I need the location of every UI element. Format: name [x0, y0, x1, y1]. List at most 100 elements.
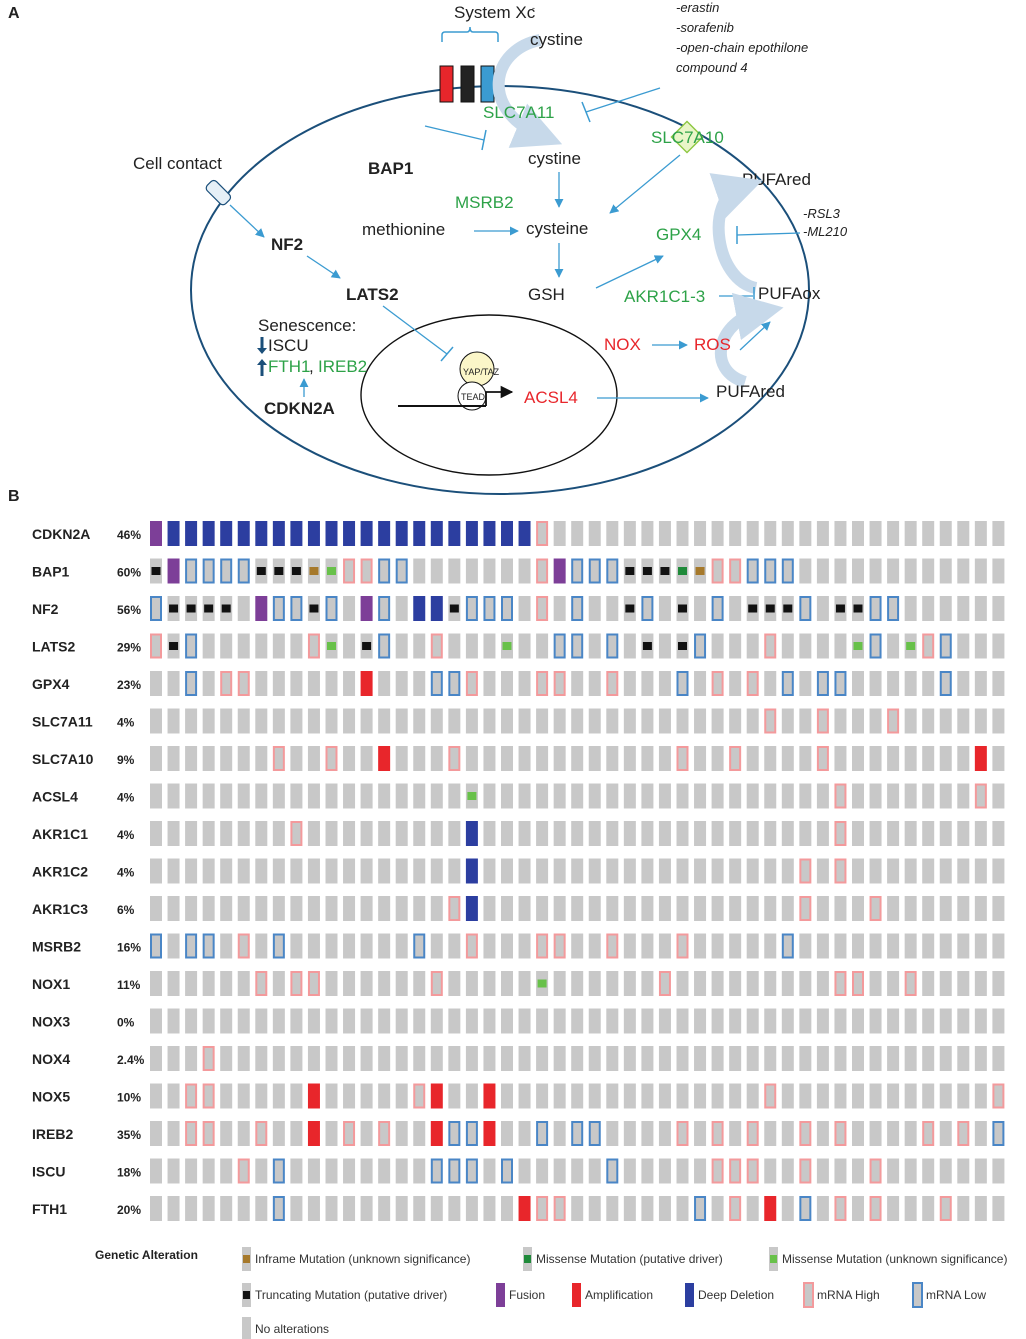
- cell-slc7a11-16: [430, 708, 443, 734]
- cell-iscu-46: [957, 1158, 970, 1184]
- cell-akr1c3-34: [746, 896, 759, 921]
- cell-nf2-29: [658, 596, 671, 621]
- cell-acsl4-17: [448, 783, 461, 809]
- cell-fth1-43: [904, 1196, 917, 1221]
- cell-acsl4-44: [922, 783, 935, 809]
- cell-nox1-20: [501, 971, 513, 996]
- cell-slc7a10-0: [150, 746, 162, 771]
- cell-gpx4-14: [395, 671, 408, 696]
- cell-nox3-16: [430, 1008, 443, 1034]
- cell-nox1-27: [623, 971, 636, 996]
- cell-nox1-9: [307, 971, 320, 996]
- cell-akr1c3-6: [255, 896, 268, 921]
- cell-nox1-23: [553, 971, 566, 996]
- cell-bap1-20: [501, 558, 513, 584]
- cell-nf2-7: [272, 596, 285, 621]
- cell-acsl4-26: [606, 783, 619, 809]
- gene-label-nf2: NF2: [32, 601, 59, 617]
- cell-nf2-31: [694, 596, 707, 621]
- cell-msrb2-11: [343, 933, 356, 959]
- cell-msrb2-25: [588, 933, 601, 959]
- cell-nox1-11: [343, 971, 356, 996]
- cell-membrane: [190, 85, 810, 495]
- cell-slc7a10-14: [395, 746, 408, 771]
- gene-pct-acsl4: 4%: [117, 791, 135, 805]
- cell-slc7a10-29: [658, 746, 671, 771]
- cell-msrb2-24: [571, 933, 584, 959]
- cell-slc7a11-24: [571, 708, 584, 734]
- cell-lats2-26: [606, 633, 619, 659]
- cell-iscu-33: [729, 1158, 742, 1184]
- cell-ireb2-28: [641, 1121, 654, 1146]
- cell-iscu-42: [887, 1158, 900, 1184]
- cell-akr1c1-0: [150, 821, 162, 846]
- cell-iscu-15: [413, 1158, 426, 1184]
- cell-nox4-48: [992, 1046, 1005, 1071]
- cell-akr1c3-2: [185, 896, 198, 921]
- cell-slc7a11-17: [448, 708, 461, 734]
- cell-ireb2-24: [571, 1121, 584, 1146]
- cell-lats2-2: [185, 633, 198, 659]
- cell-nox4-38: [816, 1046, 829, 1071]
- mut-lats2-20: [502, 642, 512, 650]
- mut-lats2-12: [362, 642, 372, 650]
- cell-akr1c1-35: [764, 821, 777, 846]
- cell-gpx4-47: [974, 671, 987, 696]
- cell-nox4-20: [501, 1046, 513, 1071]
- gene-label-nox4: NOX4: [32, 1051, 70, 1067]
- gene-pct-slc7a11: 4%: [117, 716, 135, 730]
- gene-label-akr1c3: AKR1C3: [32, 901, 88, 917]
- cell-slc7a11-32: [711, 708, 724, 734]
- gene-label-lats2: LATS2: [32, 639, 76, 655]
- cell-slc7a11-45: [939, 708, 952, 734]
- cell-nox1-3: [202, 971, 215, 996]
- cell-gpx4-30: [676, 671, 689, 696]
- cell-msrb2-31: [694, 933, 707, 959]
- cell-nox3-45: [939, 1008, 952, 1034]
- cell-lats2-23: [553, 633, 566, 659]
- cell-nox3-18: [465, 1008, 478, 1034]
- legend-label-n: No alterations: [255, 1322, 329, 1336]
- cell-cdkn2a-27: [623, 521, 636, 546]
- ros-to-pufared-arrow: [739, 321, 771, 351]
- cell-bap1-11: [343, 558, 356, 584]
- cell-bap1-26: [606, 558, 619, 584]
- cell-ireb2-5: [237, 1121, 250, 1146]
- cell-cdkn2a-24: [571, 521, 584, 546]
- cell-gpx4-13: [378, 671, 391, 696]
- cell-nox3-25: [588, 1008, 601, 1034]
- cell-akr1c3-39: [834, 896, 847, 921]
- cell-nox4-28: [641, 1046, 654, 1071]
- cell-akr1c1-25: [588, 821, 601, 846]
- cell-nox1-48: [992, 971, 1005, 996]
- cell-nox1-45: [939, 971, 952, 996]
- cell-akr1c3-4: [220, 896, 233, 921]
- cell-akr1c2-37: [799, 858, 812, 884]
- cell-bap1-5: [237, 558, 250, 584]
- cell-nf2-28: [641, 596, 654, 621]
- cell-lats2-32: [711, 633, 724, 659]
- cell-nox3-15: [413, 1008, 426, 1034]
- cell-iscu-24: [571, 1158, 584, 1184]
- cell-slc7a10-30: [676, 746, 689, 771]
- cell-akr1c2-8: [290, 858, 303, 884]
- legend-mut-p: [524, 1255, 531, 1263]
- cell-nox3-47: [974, 1008, 987, 1034]
- cell-slc7a11-41: [869, 708, 882, 734]
- cell-akr1c1-47: [974, 821, 987, 846]
- cell-akr1c3-20: [501, 896, 513, 921]
- cell-nox1-34: [746, 971, 759, 996]
- cell-nox1-6: [255, 971, 268, 996]
- gpx4-inhibitor-rsl3: -RSL3: [803, 206, 841, 221]
- cell-fth1-44: [922, 1196, 935, 1221]
- cell-gpx4-25: [588, 671, 601, 696]
- cell-slc7a11-21: [518, 708, 531, 734]
- cell-nox3-42: [887, 1008, 900, 1034]
- cell-nox4-27: [623, 1046, 636, 1071]
- cell-ireb2-45: [939, 1121, 952, 1146]
- cell-fth1-8: [290, 1196, 303, 1221]
- cell-akr1c2-28: [641, 858, 654, 884]
- cell-akr1c2-39: [834, 858, 847, 884]
- cell-nox1-26: [606, 971, 619, 996]
